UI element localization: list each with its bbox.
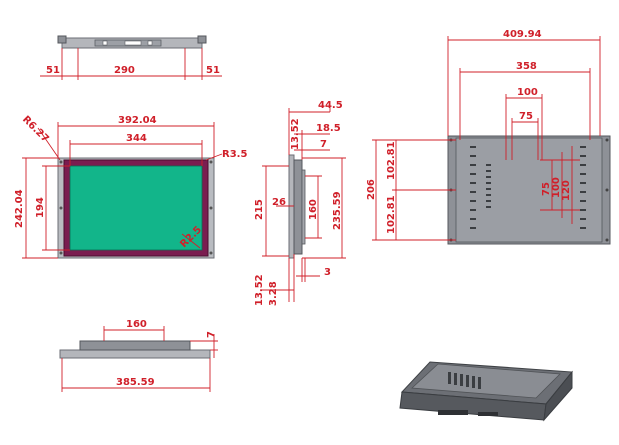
bottom-bracket: 160 xyxy=(126,319,147,330)
rear-width-75: 75 xyxy=(519,111,533,122)
vent-slot xyxy=(486,188,491,190)
rear-overall-width: 409.94 xyxy=(503,29,542,40)
front-radius-outer: R6.27 xyxy=(20,114,51,145)
rear-half-lower: 102.81 xyxy=(386,195,397,234)
vent-slot xyxy=(470,146,476,148)
front-inner-width: 344 xyxy=(126,133,147,144)
top-dim-center: 290 xyxy=(114,65,135,76)
rear-view: 409.94 358 100 75 75 100 120 206 102.81 xyxy=(366,29,611,245)
vent-slot xyxy=(580,146,586,148)
bottom-thickness: 7 xyxy=(206,331,217,338)
vent-slot xyxy=(470,155,476,157)
iso-vent-slot xyxy=(472,376,475,388)
vent-slot xyxy=(580,209,586,211)
vent-slot xyxy=(580,173,586,175)
vent-slot xyxy=(486,170,491,172)
front-overall-height: 242.04 xyxy=(14,189,25,228)
rear-half-upper: 102.81 xyxy=(386,141,397,180)
side-bottom-3: 3 xyxy=(324,267,331,278)
top-dim-left: 51 xyxy=(46,65,60,76)
vent-slot xyxy=(470,227,476,229)
side-top-depth: 44.5 xyxy=(318,100,343,111)
iso-vent-slot xyxy=(448,372,451,384)
side-height-235: 235.59 xyxy=(332,191,343,230)
front-view: 392.04 344 R6.27 R3.5 242.04 194 R2.5 xyxy=(14,114,247,259)
front-overall-width: 392.04 xyxy=(118,115,157,126)
side-depth-26: 26 xyxy=(272,197,286,208)
vent-slot xyxy=(580,155,586,157)
iso-vent-slot xyxy=(478,377,481,389)
front-inner-height: 194 xyxy=(35,197,46,218)
vent-slot xyxy=(470,191,476,193)
rear-height-206: 206 xyxy=(366,179,377,200)
vent-slot xyxy=(470,182,476,184)
vent-slot xyxy=(470,173,476,175)
top-view: 51 290 51 xyxy=(40,35,222,80)
rear-vent-slots xyxy=(470,146,586,229)
vent-slot xyxy=(486,182,491,184)
top-dim-right: 51 xyxy=(206,65,220,76)
iso-vent-slots xyxy=(448,372,481,389)
bottom-overall: 385.59 xyxy=(116,377,155,388)
vent-slot xyxy=(580,227,586,229)
side-flange: 7 xyxy=(320,139,327,150)
vent-slot xyxy=(580,200,586,202)
vent-slot xyxy=(486,164,491,166)
vent-slot xyxy=(470,209,476,211)
vent-slot xyxy=(470,218,476,220)
rear-width-100: 100 xyxy=(517,87,538,98)
side-view: 44.5 18.5 7 13.52 215 26 160 235.59 3 1 xyxy=(254,100,346,306)
iso-vent-slot xyxy=(460,374,463,386)
side-mid-depth: 18.5 xyxy=(316,123,341,134)
side-top-offset: 13.52 xyxy=(290,118,301,150)
rear-width-358: 358 xyxy=(516,61,537,72)
vent-slot xyxy=(580,191,586,193)
vent-slot xyxy=(470,200,476,202)
vent-slot xyxy=(486,200,491,202)
iso-vent-slot xyxy=(466,375,469,387)
vent-slot xyxy=(580,182,586,184)
iso-vent-slot xyxy=(454,373,457,385)
vent-slot xyxy=(486,206,491,208)
side-bottom-offset: 13.52 xyxy=(254,274,265,306)
side-bottom-328: 3.28 xyxy=(268,281,279,306)
side-height-215: 215 xyxy=(254,199,265,220)
rear-vert-75: 75 xyxy=(541,182,552,196)
front-radius-inner: R3.5 xyxy=(222,149,247,160)
bottom-view: 160 7 385.59 xyxy=(59,319,218,392)
vent-slot xyxy=(580,218,586,220)
vent-slot xyxy=(486,176,491,178)
isometric-view xyxy=(399,361,573,422)
vent-slot xyxy=(486,194,491,196)
rear-vert-100: 100 xyxy=(551,177,562,198)
side-height-160: 160 xyxy=(308,199,319,220)
vent-slot xyxy=(470,164,476,166)
rear-vert-120: 120 xyxy=(561,180,572,201)
vent-slot xyxy=(580,164,586,166)
